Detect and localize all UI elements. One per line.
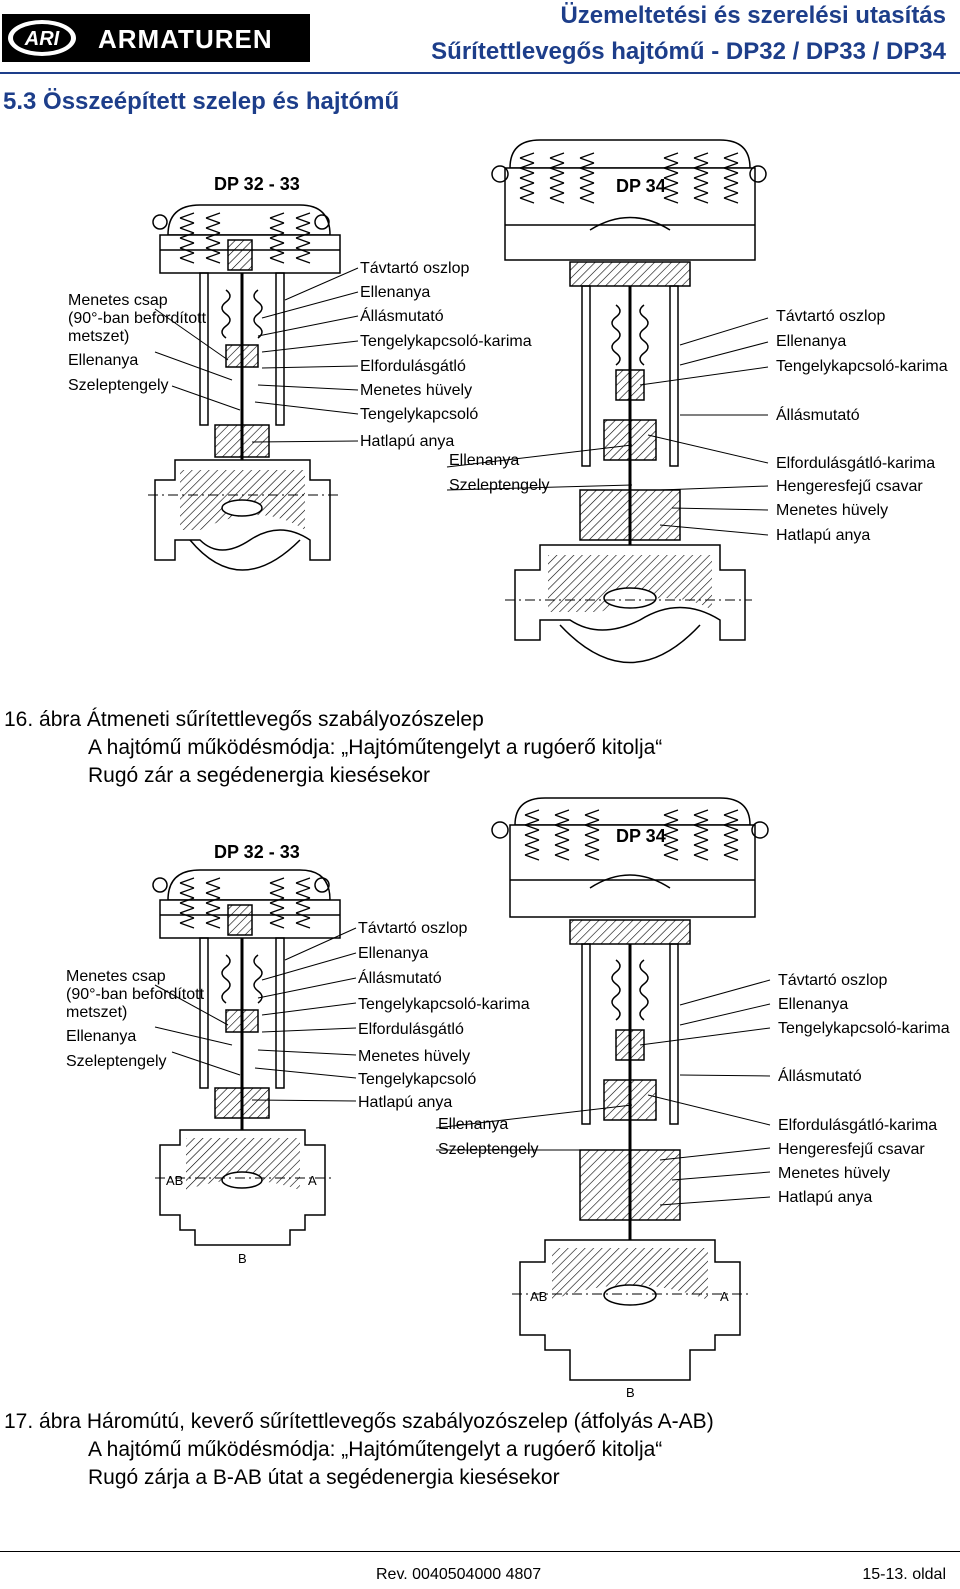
fig17-label-ellenanya: Ellenanya — [358, 945, 429, 962]
fig16-label-ellenanya: Ellenanya — [360, 284, 431, 301]
fig17-label-allasmutato: Állásmutató — [358, 970, 442, 987]
fig17-model-dp3233: DP 32 - 33 — [214, 842, 300, 862]
fig16-dp3233-drawing — [148, 204, 341, 571]
fig16-right-elfordulasgatlo-karima: Elfordulásgátló-karima — [776, 455, 936, 472]
document-title: Üzemeltetési és szerelési utasítás — [560, 2, 946, 29]
fig16-caption-title: 16. ábra Átmeneti sűrítettlevegős szabál… — [4, 708, 484, 731]
fig17-right-ellenanya: Ellenanya — [778, 996, 849, 1013]
page-number: 15-13. oldal — [862, 1566, 946, 1583]
fig17-right-port-a: A — [720, 1289, 729, 1304]
fig17-label-tavtarto-oszlop: Távtartó oszlop — [358, 920, 468, 937]
fig16-label-allasmutato: Állásmutató — [360, 308, 444, 325]
fig17-dp3233-drawing — [152, 869, 341, 1246]
fig16-label-90-ban: (90°-ban befordított — [68, 310, 207, 327]
fig17-right-port-ab: AB — [530, 1289, 548, 1304]
fig16-label-tavtarto-oszlop: Távtartó oszlop — [360, 260, 470, 277]
fig16-model-dp34: DP 34 — [616, 176, 666, 196]
ari-armaturen-logo: ARI ARMATUREN — [2, 14, 310, 62]
svg-text:ARI: ARI — [24, 28, 60, 50]
fig16-caption-mode: A hajtómű működésmódja: „Hajtóműtengelyt… — [88, 736, 663, 759]
fig17-leader-lines — [154, 927, 771, 1206]
fig17-right-port-b: B — [626, 1385, 635, 1400]
fig16-label-menetes-csap: Menetes csap — [68, 292, 168, 309]
fig16-dp34-drawing — [491, 139, 767, 664]
section-title: 5.3 Összeépített szelep és hajtómű — [3, 88, 400, 115]
fig16-label-szeleptengely-lower: Szeleptengely — [449, 477, 550, 494]
fig17-dp34-drawing — [491, 797, 769, 1381]
fig17-label-menetes-huvely: Menetes hüvely — [358, 1048, 471, 1065]
fig16-label-tengelykapcsolo: Tengelykapcsoló — [360, 406, 479, 423]
fig16-caption-spring: Rugó zár a segédenergia kiesésekor — [88, 764, 431, 787]
fig16-label-ellenanya-left: Ellenanya — [68, 352, 139, 369]
fig16-right-allasmutato: Állásmutató — [776, 407, 860, 424]
fig17-right-tengelykapcsolo-karima: Tengelykapcsoló-karima — [778, 1020, 950, 1037]
document-subtitle: Sűrítettlevegős hajtómű - DP32 / DP33 / … — [431, 38, 946, 65]
fig17-right-tavtarto-oszlop: Távtartó oszlop — [778, 972, 888, 989]
fig16-right-hengeresfeju-csavar: Hengeresfejű csavar — [776, 478, 923, 495]
fig17-label-90-ban: (90°-ban befordított — [66, 986, 205, 1003]
fig17-label-tengelykapcsolo-karima: Tengelykapcsoló-karima — [358, 996, 530, 1013]
fig16-label-szeleptengely-left: Szeleptengely — [68, 377, 169, 394]
fig17-right-menetes-huvely: Menetes hüvely — [778, 1165, 891, 1182]
fig17-label-ellenanya-left: Ellenanya — [66, 1028, 137, 1045]
fig17-model-dp34: DP 34 — [616, 826, 666, 846]
fig16-label-hatlapu-anya: Hatlapú anya — [360, 433, 455, 450]
fig17-label-szeleptengely-lower: Szeleptengely — [438, 1141, 539, 1158]
fig16-right-tengelykapcsolo-karima: Tengelykapcsoló-karima — [776, 358, 948, 375]
fig17-label-ellenanya-lower: Ellenanya — [438, 1116, 509, 1133]
fig16-model-dp3233: DP 32 - 33 — [214, 174, 300, 194]
fig16-right-hatlapu-anya: Hatlapú anya — [776, 527, 871, 544]
revision-number: Rev. 0040504000 4807 — [376, 1566, 542, 1583]
fig16-label-ellenanya-lower: Ellenanya — [449, 452, 520, 469]
fig16-label-tengelykapcsolo-karima: Tengelykapcsoló-karima — [360, 333, 532, 350]
fig16-right-ellenanya: Ellenanya — [776, 333, 847, 350]
header-rule — [0, 72, 960, 74]
fig17-left-port-a: A — [308, 1173, 317, 1188]
fig17-label-menetes-csap: Menetes csap — [66, 968, 166, 985]
fig16-right-menetes-huvely: Menetes hüvely — [776, 502, 889, 519]
fig17-right-hatlapu-anya: Hatlapú anya — [778, 1189, 873, 1206]
fig17-left-port-b: B — [238, 1251, 247, 1266]
fig16-label-menetes-huvely: Menetes hüvely — [360, 382, 473, 399]
fig16-label-metszet: metszet) — [68, 328, 130, 345]
fig16-label-elfordulasgatlo: Elfordulásgátló — [360, 358, 466, 375]
fig17-label-metszet: metszet) — [66, 1004, 128, 1021]
fig17-right-allasmutato: Állásmutató — [778, 1068, 862, 1085]
fig17-caption-spring: Rugó zárja a B-AB útat a segédenergia ki… — [88, 1466, 560, 1489]
fig16-right-tavtarto-oszlop: Távtartó oszlop — [776, 308, 886, 325]
fig17-label-elfordulasgatlo: Elfordulásgátló — [358, 1021, 464, 1038]
fig17-label-szeleptengely-left: Szeleptengely — [66, 1053, 167, 1070]
fig17-label-hatlapu-anya: Hatlapú anya — [358, 1094, 453, 1111]
fig17-right-hengeresfeju-csavar: Hengeresfejű csavar — [778, 1141, 925, 1158]
fig17-caption-mode: A hajtómű működésmódja: „Hajtóműtengelyt… — [88, 1438, 663, 1461]
fig17-label-tengelykapcsolo: Tengelykapcsoló — [358, 1071, 477, 1088]
fig17-left-port-ab: AB — [166, 1173, 184, 1188]
svg-text:ARMATUREN: ARMATUREN — [98, 24, 273, 54]
fig17-right-elfordulasgatlo-karima: Elfordulásgátló-karima — [778, 1117, 938, 1134]
fig16-leader-lines — [154, 267, 769, 536]
footer-rule — [0, 1551, 960, 1552]
fig17-caption-title: 17. ábra Háromútú, keverő sűrítettlevegő… — [4, 1410, 714, 1433]
